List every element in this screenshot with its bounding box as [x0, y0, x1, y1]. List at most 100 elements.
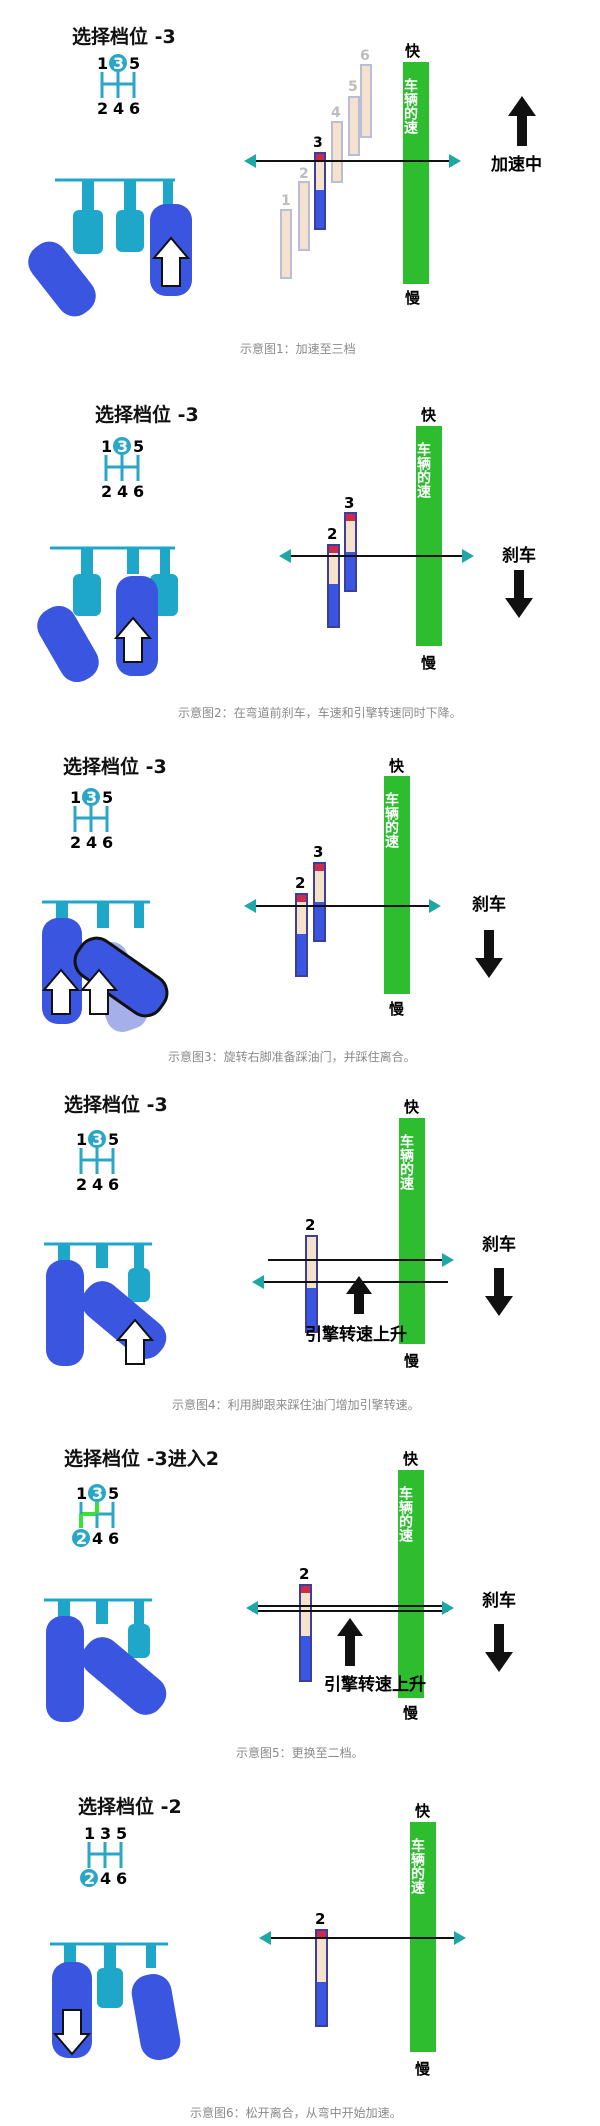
- vehicle-speed-label: 车辆的速: [415, 441, 431, 499]
- svg-text:2: 2: [299, 1565, 309, 1583]
- line-left-marker: [252, 1275, 264, 1289]
- left-foot: [37, 605, 99, 683]
- svg-text:5: 5: [348, 79, 358, 95]
- press-arrow: [151, 236, 191, 287]
- panel-title: 选择档位 -3进入2: [64, 1448, 219, 1470]
- diagram-panel-1: 选择档位 -3 1 3 5 2 4 6: [0, 0, 600, 358]
- slow-label: 慢: [389, 1000, 405, 1018]
- vehicle-speed-label: 车辆的速: [383, 791, 399, 849]
- line-left-marker: [259, 1931, 271, 1945]
- line-left-marker: [244, 899, 256, 913]
- pedals: [44, 1598, 167, 1722]
- gear-label-1: 1: [76, 1130, 87, 1149]
- gear-rpm-bars: 2: [299, 1565, 312, 1682]
- gear-label-6: 6: [116, 1869, 127, 1888]
- panel-caption: 示意图4：利用脚跟来踩住油门增加引擎转速。: [172, 1398, 420, 1412]
- gear-label-4: 4: [92, 1175, 103, 1194]
- slow-label: 慢: [404, 1352, 420, 1370]
- gear-label-2: 2: [97, 99, 108, 118]
- vehicle-speed-label: 车辆的速: [397, 1485, 413, 1543]
- vehicle-speed-label: 车辆的速: [409, 1837, 425, 1895]
- gear-label-4: 4: [92, 1529, 103, 1548]
- diagram-panel-6: 选择档位 -2 1 3 5 2 4 6: [0, 1762, 600, 2126]
- gear-label-2: 2: [101, 482, 112, 501]
- press-arrow: [115, 1318, 155, 1365]
- left-foot: [46, 1616, 84, 1722]
- fast-label: 快: [403, 1450, 419, 1468]
- diagram-panel-3: 选择档位 -3 1 3 5 2 4 6: [0, 722, 600, 1064]
- line-right-marker: [442, 1253, 454, 1267]
- selected-gear-marker: [82, 788, 100, 806]
- selected-gear-marker: [88, 1130, 106, 1148]
- selected-gear-marker: [113, 437, 131, 455]
- svg-text:2: 2: [305, 1216, 315, 1234]
- pedals: [44, 1242, 167, 1366]
- down-arrow-icon: [485, 1268, 513, 1316]
- release-arrow: [52, 2009, 92, 2056]
- down-arrow-icon: [485, 1624, 513, 1672]
- gear-shift-pattern: 1 3 5 2 4 6: [72, 1484, 119, 1548]
- gear-label-5: 5: [133, 437, 144, 456]
- slow-label: 慢: [421, 654, 437, 672]
- panel-title: 选择档位 -3: [95, 404, 199, 426]
- state-label: 刹车: [482, 1590, 516, 1611]
- right-foot: [131, 1974, 181, 2060]
- panel-title: 选择档位 -3: [72, 26, 176, 48]
- gear-shift-pattern: 1 3 5 2 4 6: [70, 788, 113, 852]
- diagram-panel-2: 选择档位 -3 1 3 5 2 4 6: [0, 358, 600, 722]
- gear-label-6: 6: [129, 99, 140, 118]
- gear-label-5: 5: [129, 54, 140, 73]
- fast-label: 快: [404, 1098, 420, 1116]
- selected-gear-marker: [72, 1529, 90, 1547]
- panel-title: 选择档位 -3: [64, 1094, 168, 1116]
- vehicle-speed-label: 车辆的速: [402, 77, 418, 135]
- line-left-marker: [244, 154, 256, 168]
- panel-graphic: 1 3 5 2 4 6 1 2 3: [28, 42, 542, 317]
- gear-shift-pattern: 1 3 5 2 4 6: [80, 1824, 127, 1888]
- right-foot-rotated: [81, 1637, 167, 1715]
- gear-rpm-bars: 2 3: [327, 494, 357, 628]
- gear-label-5: 5: [108, 1484, 119, 1503]
- gear-shift-pattern: 1 3 5 2 4 6: [97, 54, 140, 118]
- selected-gear-marker: [80, 1869, 98, 1887]
- gear-label-4: 4: [100, 1869, 111, 1888]
- diagram-panel-4: 选择档位 -3 1 3 5 2 4 6 2: [0, 1058, 600, 1412]
- gear-label-2: 2: [76, 1175, 87, 1194]
- gear-label-6: 6: [133, 482, 144, 501]
- down-arrow-icon: [475, 930, 503, 978]
- gear-label-6: 6: [102, 833, 113, 852]
- svg-text:2: 2: [299, 166, 309, 182]
- gear-rpm-bars: 1 2 3 4 5 6: [280, 48, 372, 279]
- svg-text:3: 3: [344, 494, 354, 512]
- panel-caption: 示意图5：更换至二档。: [236, 1746, 364, 1760]
- gear-label-2: 2: [76, 1529, 87, 1548]
- gear-label-3: 3: [92, 1484, 103, 1503]
- gear-label-4: 4: [86, 833, 97, 852]
- gear-label-4: 4: [117, 482, 128, 501]
- pedals: [28, 178, 192, 317]
- gear-rpm-bars: 2 3: [295, 843, 326, 977]
- pedals: [41, 900, 169, 1032]
- state-label: 刹车: [472, 894, 506, 915]
- line-right-marker: [462, 549, 474, 563]
- gear-label-3: 3: [117, 437, 128, 456]
- gear-label-3: 3: [113, 54, 124, 73]
- slow-label: 慢: [415, 2060, 431, 2078]
- state-label: 加速中: [490, 154, 542, 175]
- panel-caption: 示意图2：在弯道前刹车，车速和引擎转速同时下降。: [178, 706, 462, 720]
- line-right-marker: [454, 1931, 466, 1945]
- panel-graphic: 1 3 5 2 4 6 2 3: [41, 757, 506, 1032]
- svg-text:2: 2: [327, 525, 337, 543]
- fast-label: 快: [421, 406, 437, 424]
- rpm-rising-label: 引擎转速上升: [324, 1674, 426, 1695]
- gear-rpm-bars: 2: [315, 1910, 328, 2027]
- gear-label-4: 4: [113, 99, 124, 118]
- panel-caption: 示意图6：松开离合，从弯中开始加速。: [190, 2106, 402, 2120]
- rpm-rising-label: 引擎转速上升: [305, 1324, 407, 1345]
- panel-caption: 示意图3：旋转右脚准备踩油门，并踩住离合。: [168, 1050, 416, 1064]
- svg-text:3: 3: [313, 843, 323, 861]
- gear-label-3: 3: [100, 1824, 111, 1843]
- panel-graphic: 1 3 5 2 4 6 2 车辆的速 快 慢: [44, 1098, 516, 1370]
- left-foot: [46, 1260, 84, 1366]
- left-foot: [28, 241, 96, 317]
